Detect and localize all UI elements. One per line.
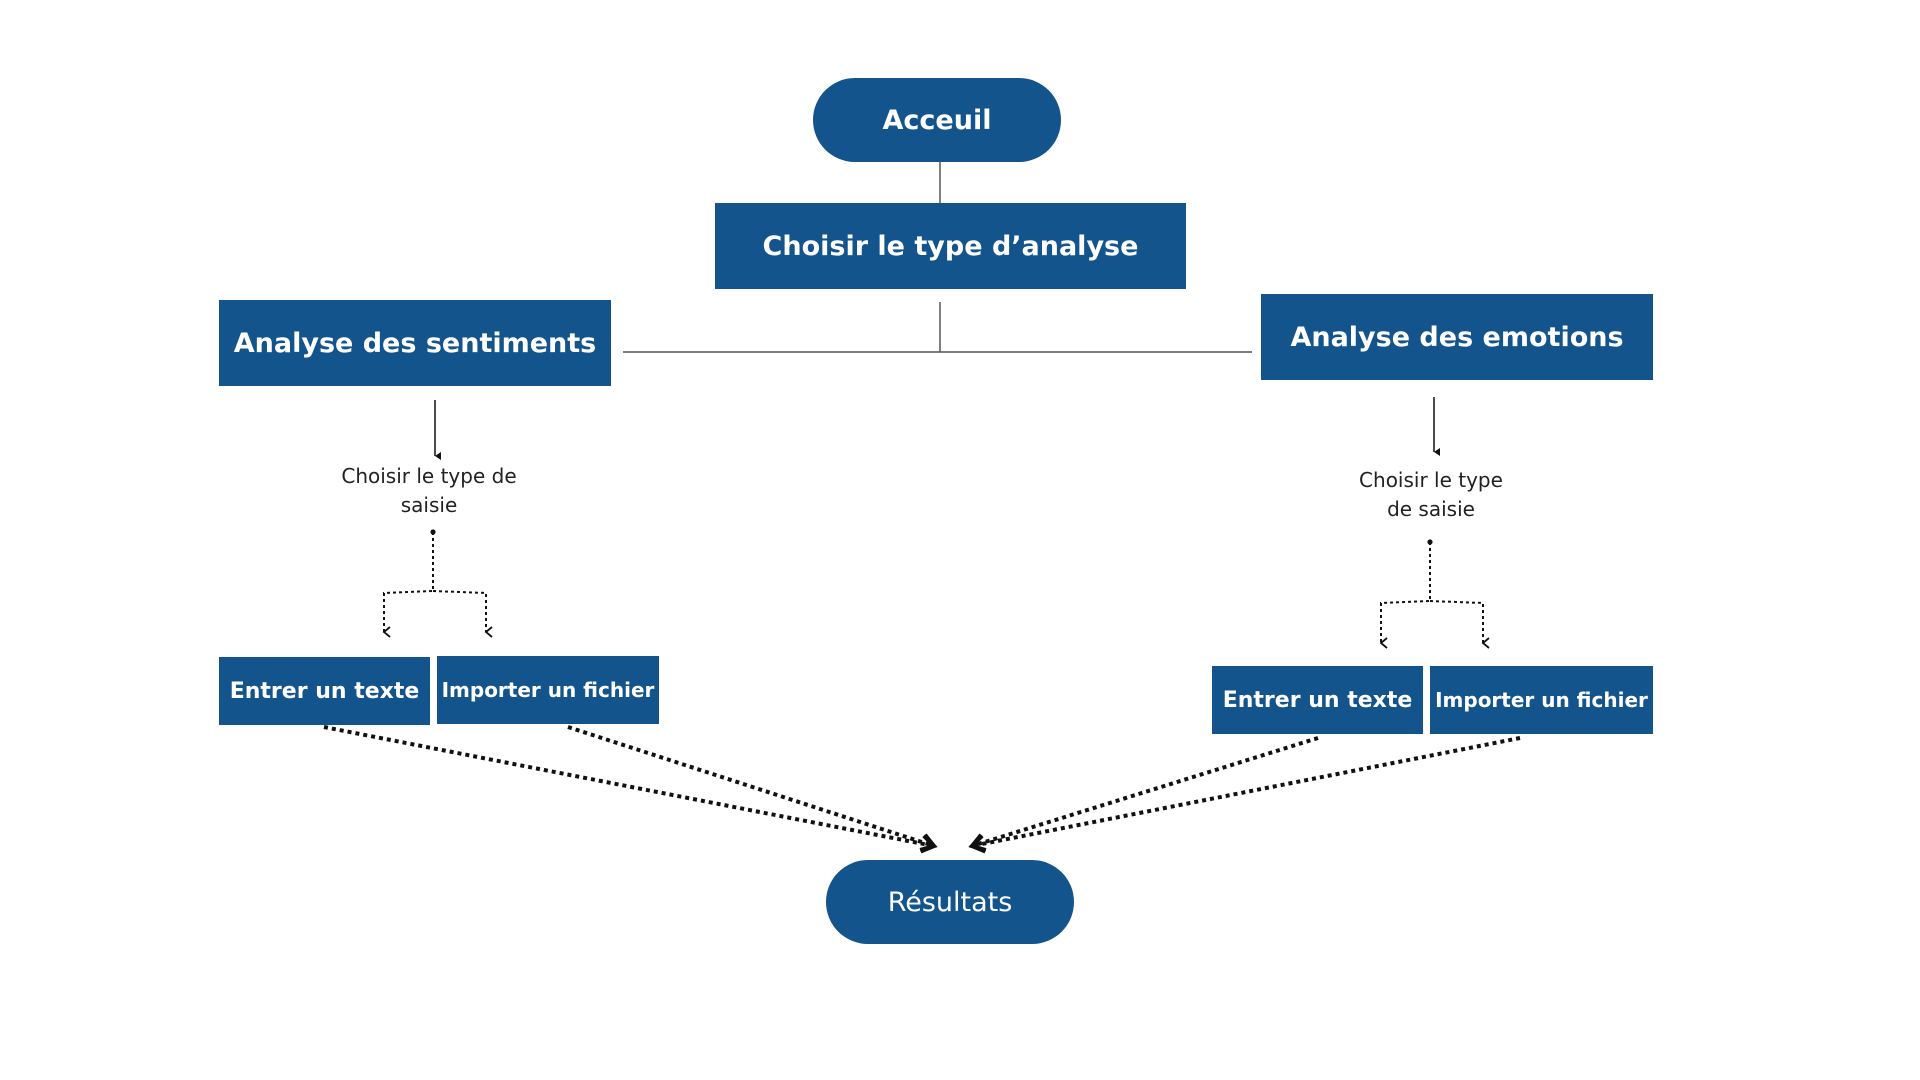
arrow-right-fichier-resultats [968, 736, 1521, 854]
note-left-line-2: saisie [400, 493, 458, 517]
left-split-connector-right [432, 590, 493, 638]
node-resultats: Résultats [826, 860, 1074, 944]
note-left-choisir-saisie: Choisir le type de saisie [319, 462, 539, 520]
arrow-right-texte-resultats [968, 736, 1319, 852]
arrow-left-texte-resultats [323, 725, 938, 854]
node-left-importer-fichier: Importer un fichier [437, 656, 659, 724]
note-right-line-2: de saisie [1387, 497, 1475, 521]
node-analyse-emotions: Analyse des emotions [1261, 294, 1653, 380]
node-right-entrer-texte: Entrer un texte [1212, 666, 1423, 734]
node-left-entrer-texte: Entrer un texte [219, 657, 430, 725]
note-right-line-1: Choisir le type [1359, 468, 1503, 492]
note-right-choisir-saisie: Choisir le type de saisie [1331, 466, 1531, 524]
node-accueil: Acceuil [813, 78, 1061, 162]
right-split-connector [1379, 542, 1431, 649]
left-split-connector [382, 532, 434, 638]
note-left-line-1: Choisir le type de [341, 464, 517, 488]
node-choisir-type-analyse: Choisir le type d’analyse [715, 203, 1186, 289]
arrow-left-fichier-resultats [567, 725, 938, 852]
node-analyse-sentiments: Analyse des sentiments [219, 300, 611, 386]
node-right-importer-fichier: Importer un fichier [1430, 666, 1653, 734]
right-split-connector-right [1429, 600, 1490, 649]
